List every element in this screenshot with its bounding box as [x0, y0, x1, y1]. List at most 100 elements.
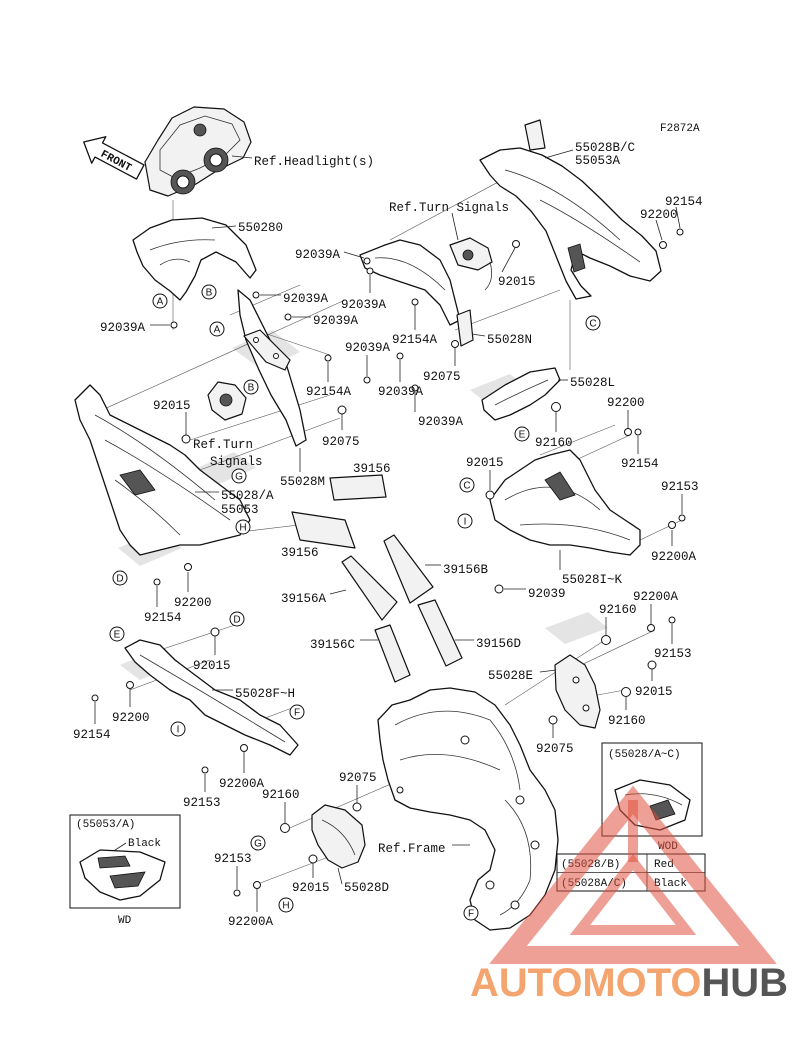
part-number-label: 92153	[214, 852, 252, 866]
watermark-brand: AUTOMOTOHUB	[470, 961, 788, 1005]
reference-label-turn-signals-line2: Signals	[210, 455, 263, 469]
part-number-label: 92039	[528, 587, 566, 601]
svg-text:E: E	[114, 630, 121, 641]
part-number-label: 92160	[599, 603, 637, 617]
reference-label-turn-signals: Ref.Turn Signals	[389, 201, 509, 215]
inset-code: WD	[118, 915, 132, 927]
part-number-label: 92039A	[100, 321, 146, 335]
part-number-label: 92039A	[283, 292, 329, 306]
part-number-label: 92039A	[345, 341, 391, 355]
reference-label-headlight: Ref.Headlight(s)	[254, 155, 374, 169]
part-number-label: 92200	[174, 596, 212, 610]
part-number-label: 39156	[353, 462, 391, 476]
callout-marker-h: H	[235, 519, 251, 535]
callout-marker-i: I	[170, 721, 186, 737]
upper-cowl	[479, 119, 662, 300]
svg-text:F: F	[468, 909, 474, 920]
svg-text:B: B	[206, 288, 213, 299]
part-number-label: 55028D	[344, 881, 389, 895]
part-number-label: 92075	[339, 771, 377, 785]
part-number-label: 39156A	[281, 592, 327, 606]
svg-text:I: I	[464, 517, 467, 528]
part-number-label: 55028F~H	[235, 687, 295, 701]
inset-decal-55053a: (55053/A) Black WD	[69, 814, 181, 927]
lower-cowl-left	[124, 639, 299, 756]
part-number-label: 92015	[635, 685, 673, 699]
part-number-label: 55053	[221, 503, 259, 517]
callout-marker-b: B	[201, 284, 217, 300]
headlight-assembly	[144, 106, 252, 197]
part-number-label: 55028/A	[221, 489, 274, 503]
inner-cover-55028d	[311, 804, 366, 869]
part-number-label: 92153	[654, 647, 692, 661]
part-number-label: 55028M	[280, 475, 325, 489]
part-number-label: 92160	[262, 788, 300, 802]
callout-marker-e: E	[109, 626, 125, 642]
part-number-label: 92039A	[378, 385, 424, 399]
part-number-label: 92154	[73, 728, 111, 742]
part-number-label: 92160	[535, 436, 573, 450]
part-number-label: 55028E	[488, 669, 533, 683]
part-number-label: 92015	[153, 399, 191, 413]
callout-marker-d: D	[112, 570, 128, 586]
part-number-label: 92154	[621, 457, 659, 471]
part-number-label: 92200A	[228, 915, 274, 929]
part-number-label: 39156C	[310, 638, 355, 652]
callout-marker-b: B	[243, 379, 259, 395]
callout-marker-f: F	[463, 905, 479, 921]
part-number-label: 92154A	[392, 333, 438, 347]
decal-39156-upper	[329, 474, 387, 501]
svg-text:G: G	[235, 472, 243, 483]
callout-marker-h: H	[278, 897, 294, 913]
diagram-code: F2872A	[660, 123, 700, 135]
callout-marker-e: E	[514, 426, 530, 442]
part-number-label: 92200A	[219, 777, 265, 791]
svg-text:C: C	[463, 481, 470, 492]
part-number-labels: 55028B/C 55053 A 92154 92200 550280 92039…	[73, 141, 703, 929]
turn-signal-left	[207, 381, 247, 421]
part-number-label: 92200A	[633, 590, 679, 604]
part-number-label: 92039A	[313, 314, 359, 328]
svg-text:C: C	[589, 319, 596, 330]
inset-title: (55053/A)	[76, 819, 135, 831]
part-number-label: 92039A	[295, 248, 341, 262]
part-number-label: 55028L	[570, 376, 615, 390]
part-number-label: 92039A	[341, 298, 387, 312]
part-number-label: 92153	[661, 480, 699, 494]
fasteners	[91, 149, 686, 912]
decal-39156b	[383, 534, 434, 604]
inner-fairing-left	[359, 239, 461, 326]
part-number-label: 92153	[183, 796, 221, 810]
lower-headlight-cover	[132, 217, 257, 301]
part-number-label: 92015	[292, 881, 330, 895]
callout-marker-a: A	[152, 293, 168, 309]
decal-39156-lower	[291, 511, 356, 549]
callout-marker-c: C	[459, 477, 475, 493]
svg-text:B: B	[248, 383, 255, 394]
svg-text:I: I	[177, 725, 180, 736]
part-number-label: 550280	[238, 221, 283, 235]
reference-label-turn-signals-line1: Ref.Turn	[193, 438, 253, 452]
part-number-label: 39156	[281, 546, 319, 560]
part-number-label: 92015	[498, 275, 536, 289]
part-number-label: 92015	[466, 456, 504, 470]
callout-markers: A A B B C C D D E E F F G G H H I I	[109, 284, 601, 921]
svg-text:A: A	[214, 325, 221, 336]
part-number-label: 55028B/C	[575, 141, 635, 155]
callout-marker-d: D	[229, 611, 245, 627]
part-number-label: 92200	[640, 208, 678, 222]
part-number-label: 39156D	[476, 637, 521, 651]
reference-labels: F2872A Ref.Headlight(s) Ref.Turn Signals…	[193, 123, 700, 856]
callout-marker-f: F	[289, 704, 305, 720]
inset-color-label: Black	[128, 838, 161, 850]
decal-39156a	[341, 555, 398, 621]
turn-signal-top	[449, 237, 493, 291]
side-cowl-left	[74, 384, 251, 556]
color-table-color: Black	[654, 878, 687, 890]
part-number-label: 92075	[322, 435, 360, 449]
svg-text:D: D	[116, 574, 123, 585]
color-table-color: Red	[654, 859, 674, 871]
part-number-label: 92200	[607, 396, 645, 410]
callout-marker-i: I	[457, 513, 473, 529]
